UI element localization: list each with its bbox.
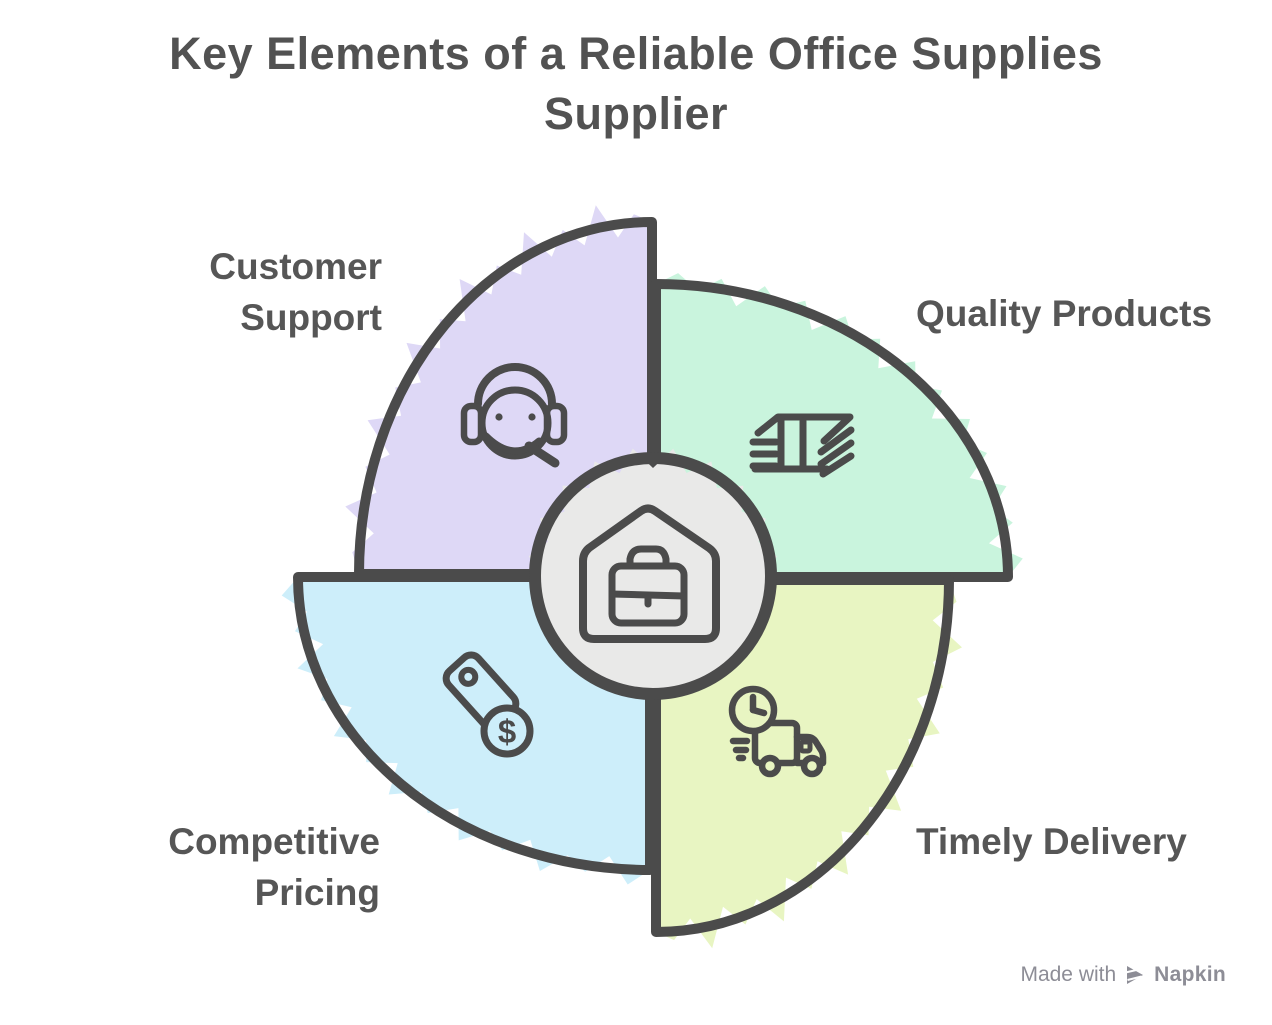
sector-competitive-pricing-outline: [293, 572, 655, 875]
label-line: Timely Delivery: [916, 821, 1187, 862]
wheel-front: [800, 754, 824, 778]
center-circle-outline: [529, 452, 777, 700]
storefront-briefcase-icon: [579, 504, 720, 643]
stack-edge-2: [817, 439, 855, 468]
page-title-line-1: Key Elements of a Reliable Office Suppli…: [169, 28, 1103, 79]
label-competitive-pricing: Competitive Pricing: [168, 816, 380, 918]
made-with-text: Made with: [1020, 963, 1117, 986]
sector-customer-support-outline: [354, 217, 657, 579]
dollar-coin: [480, 704, 534, 758]
sector-timely-delivery-outline: [651, 575, 954, 937]
label-line: Customer: [209, 246, 382, 287]
bill-top: [754, 413, 854, 445]
label-line: Support: [240, 297, 382, 338]
briefcase-handle: [626, 545, 670, 570]
cab-window: [798, 739, 813, 754]
page-title: Key Elements of a Reliable Office Suppli…: [0, 24, 1272, 144]
label-line: Competitive: [168, 821, 380, 862]
dollar-sign: $: [498, 713, 516, 750]
label-customer-support: Customer Support: [209, 241, 382, 343]
customer-support-headset-icon: [460, 363, 568, 468]
napkin-logo-icon: [1125, 966, 1144, 984]
label-line: Quality Products: [916, 293, 1213, 334]
headband: [474, 363, 556, 408]
clock-hand-hour: [749, 706, 768, 717]
label-quality-products: Quality Products: [916, 288, 1212, 339]
price-tag-dollar-icon: $: [442, 651, 534, 758]
truck-cab: [793, 733, 827, 767]
mic-boom: [524, 441, 560, 468]
money-stack-icon: [749, 413, 855, 478]
page-title-line-2: Supplier: [543, 88, 729, 139]
ear-cup-left: [460, 402, 485, 446]
ear-cup-right: [543, 402, 568, 446]
clock-delivery-truck-icon: [728, 685, 827, 778]
napkin-brand-text: Napkin: [1154, 963, 1226, 986]
made-with-napkin-credit: Made with Napkin: [1020, 963, 1226, 987]
label-line: Pricing: [254, 872, 380, 913]
label-timely-delivery: Timely Delivery: [916, 816, 1187, 867]
house: [579, 504, 720, 643]
sector-quality-products-outline: [651, 279, 1013, 582]
wheel-rear: [758, 754, 782, 778]
eye-left: [495, 413, 503, 421]
stack-edge-1: [817, 426, 855, 456]
eye-right: [528, 413, 536, 421]
tag-hole: [458, 666, 479, 687]
